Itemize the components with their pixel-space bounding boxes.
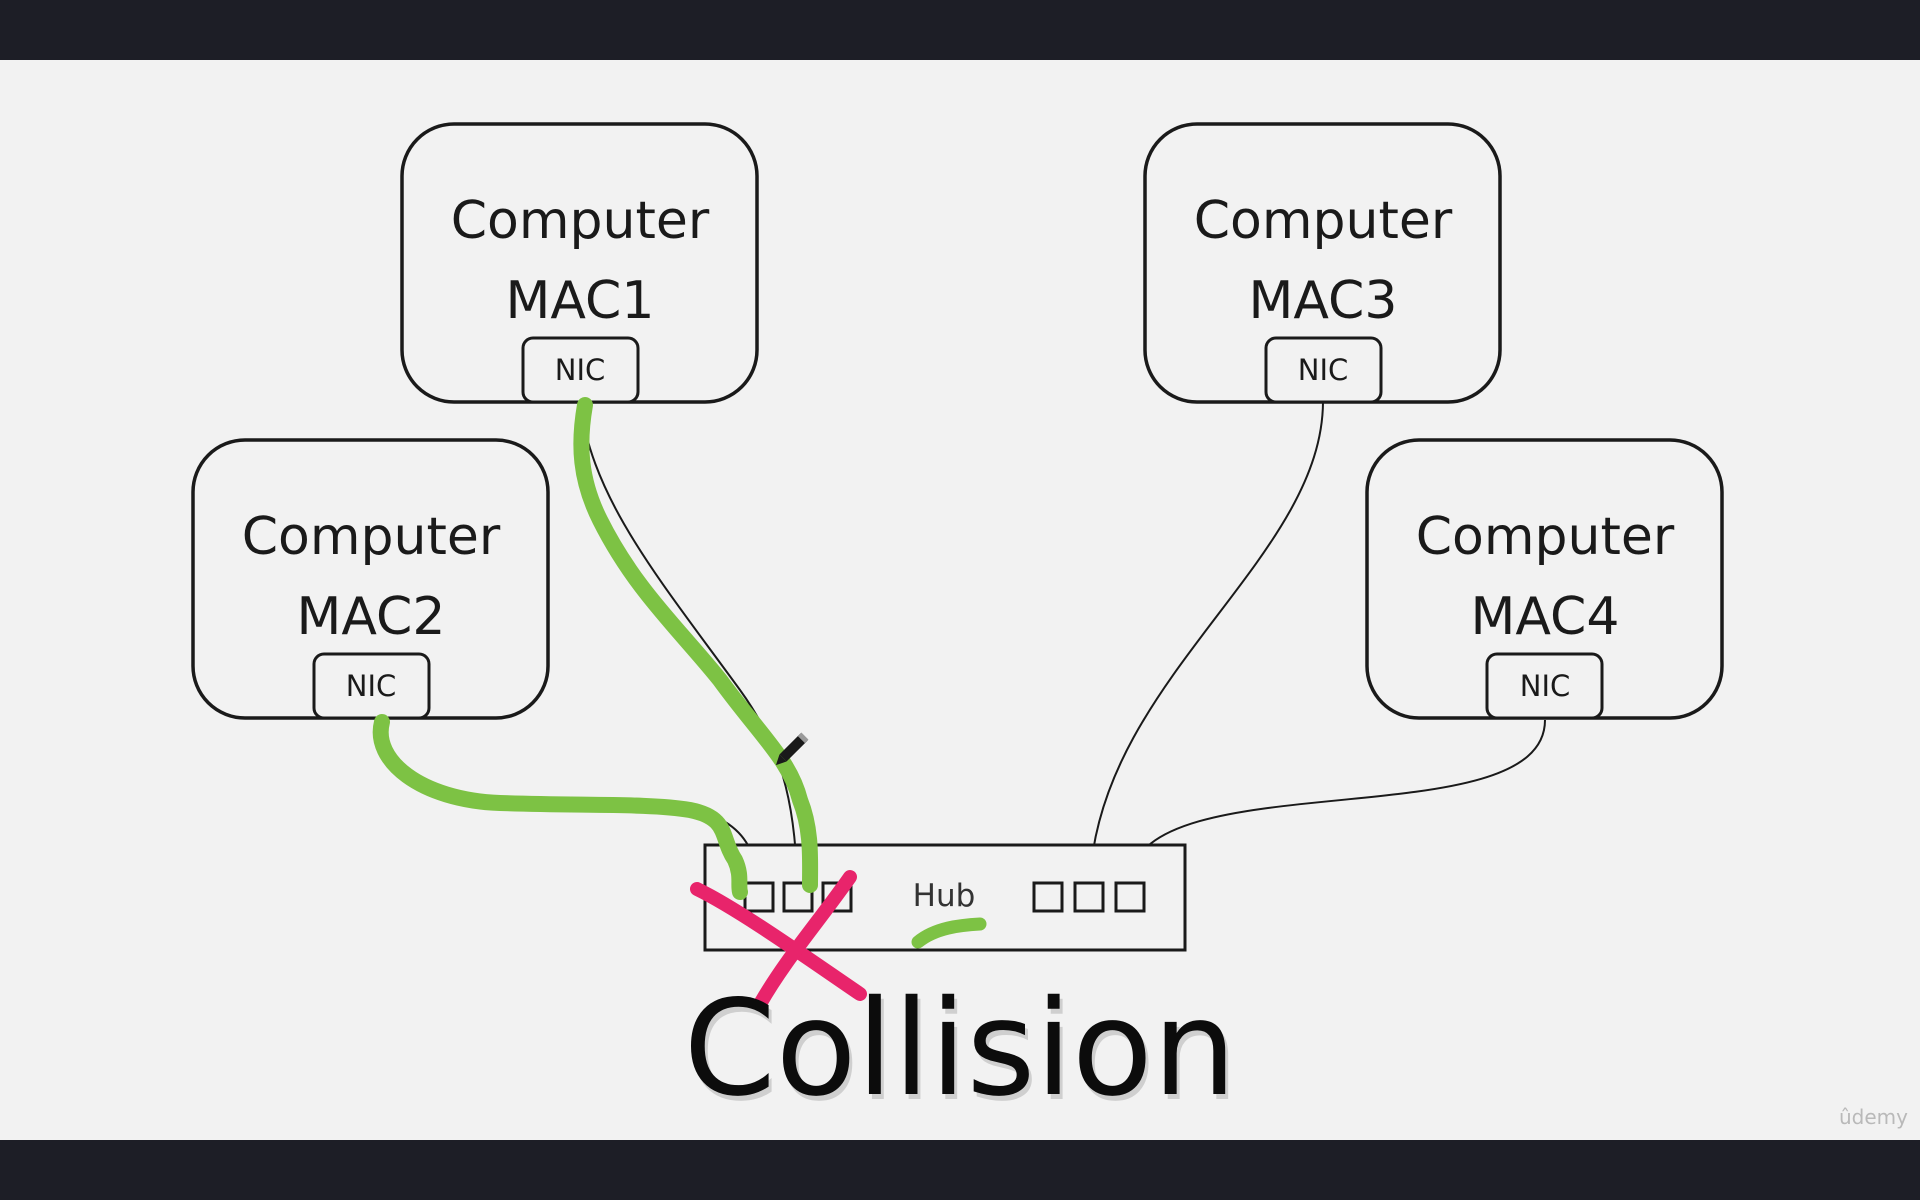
computer-mac2: Computer MAC2 NIC [191,438,550,720]
cable-mac1-hub [579,401,798,881]
nic-box [1264,336,1383,404]
computer-title: Computer [1416,507,1675,567]
green-stroke-mac1 [573,397,819,893]
hub: Hub [703,843,1187,952]
computer-mac-label: MAC4 [1471,587,1620,647]
nic-label: NIC [1298,353,1349,387]
computer-mac3: Computer MAC3 NIC [1143,122,1502,404]
hub-port [1073,881,1105,913]
nic-box [1485,652,1604,720]
cable-mac4-hub [1129,719,1546,881]
nic-label: NIC [555,353,606,387]
udemy-watermark: ûdemy [1839,1105,1908,1129]
hub-port [821,881,853,913]
computer-mac-label: MAC1 [506,271,655,331]
computer-mac-label: MAC3 [1249,271,1398,331]
collision-cross [690,870,867,1011]
bottom-letterbox-bar [0,1140,1920,1200]
hub-port [1032,881,1064,913]
computer-mac4: Computer MAC4 NIC [1365,438,1724,720]
top-letterbox-bar [0,0,1920,60]
nic-box [312,652,431,720]
computer-title: Computer [242,507,501,567]
green-stroke-hub [911,917,987,949]
green-annotations [372,397,987,949]
computer-title: Computer [1194,191,1453,251]
hub-port [1114,881,1146,913]
green-stroke-mac2 [372,714,748,900]
cross-stroke-2 [753,870,857,1011]
cross-stroke-1 [690,882,867,1001]
computer-title: Computer [451,191,710,251]
computer-mac-label: MAC2 [297,587,446,647]
hub-label: Hub [913,878,976,914]
nic-label: NIC [346,669,397,703]
cable-mac3-hub [1089,401,1324,881]
slide-canvas: Computer MAC1 NIC Computer MAC2 NIC Comp… [0,60,1920,1140]
computer-mac1: Computer MAC1 NIC [400,122,759,404]
hub-port [782,881,814,913]
nic-label: NIC [1520,669,1571,703]
collision-caption: Collision [684,972,1237,1126]
collision-caption-shadow: Collision [687,977,1240,1131]
network-diagram: Computer MAC1 NIC Computer MAC2 NIC Comp… [191,122,1908,1131]
